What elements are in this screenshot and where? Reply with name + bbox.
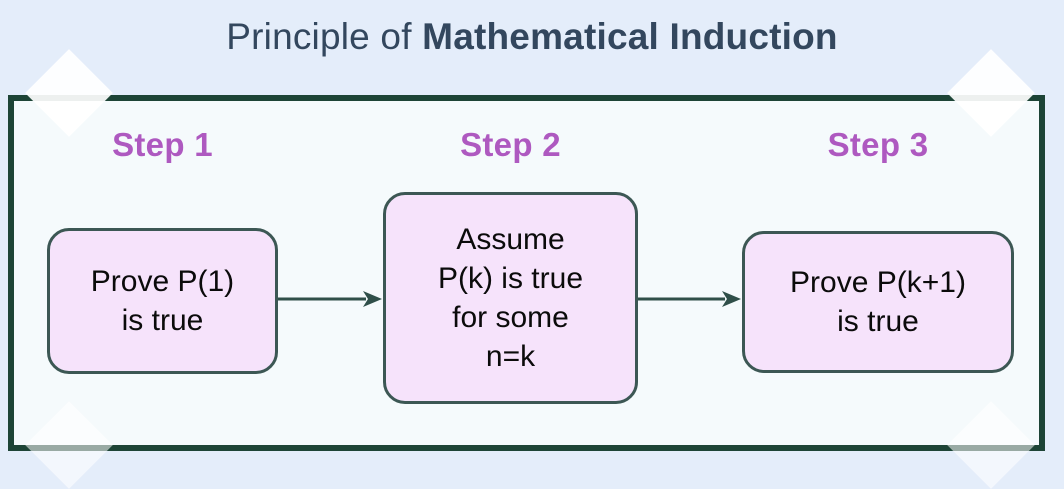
diagram-canvas: Principle of Mathematical Induction Step…: [0, 14, 1064, 489]
page-title-bold: Mathematical Induction: [422, 16, 838, 57]
arrow-right-icon: [638, 288, 743, 310]
page-title: Principle of Mathematical Induction: [0, 14, 1064, 60]
step-label-3: Step 3: [827, 126, 929, 163]
step-box-3-text: Prove P(k+1)is true: [790, 266, 966, 338]
step-box-1: Prove P(1)is true: [47, 228, 278, 374]
step-box-3: Prove P(k+1)is true: [742, 231, 1014, 373]
step-box-1-text: Prove P(1)is true: [90, 265, 235, 337]
step-label-2: Step 2: [460, 126, 561, 163]
page-title-light: Principle of: [226, 16, 423, 57]
arrow-right-icon: [278, 288, 384, 310]
step-label-1: Step 1: [112, 126, 213, 163]
